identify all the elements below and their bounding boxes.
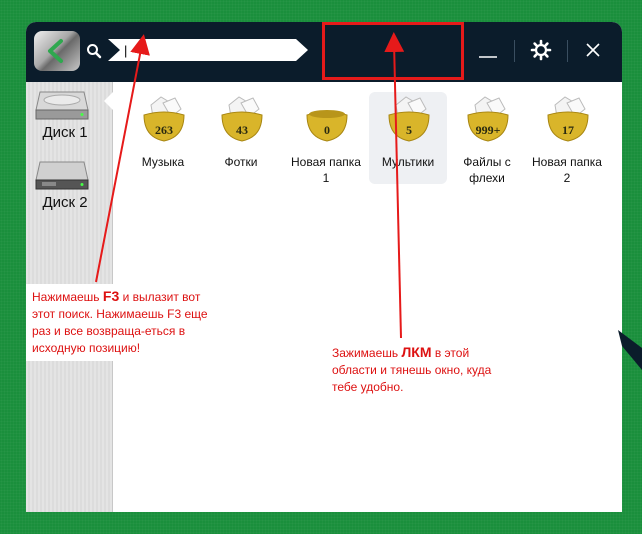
search-annotation: Нажимаешь F3 и вылазит вот этот поиск. Н… [26,284,224,361]
file-count: 263 [155,123,173,137]
sidebar-item-disk-2[interactable]: Диск 2 [32,158,94,218]
search-icon[interactable] [83,38,105,64]
close-icon [586,43,600,57]
folder-icon [143,96,185,142]
folder-name: Новая папка 1 [291,155,361,185]
file-count: 17 [562,123,574,137]
search-input[interactable] [108,39,308,61]
title-bar[interactable] [26,22,622,82]
hard-drive-icon [35,161,89,190]
back-arrow-icon [48,39,63,63]
file-count: 999+ [475,123,501,137]
folder-name: Фотки [224,155,258,169]
drag-area[interactable] [322,22,464,80]
settings-button[interactable] [527,36,555,64]
folder-item[interactable]: 263 Музыка [124,92,202,184]
folder-item[interactable]: 43 Фотки [202,92,280,184]
key-lmb: ЛКМ [401,344,432,360]
minimize-button[interactable] [474,36,502,64]
sidebar-item-label: Диск 2 [42,194,88,211]
hard-drive-icon [35,91,89,120]
app-window: Диск 1 Диск 2 263 Музыка [26,22,622,512]
key-f3: F3 [102,288,120,304]
folder-name: Файлы с флехи [463,155,511,185]
sidebar-item-disk-1[interactable]: Диск 1 [32,88,94,148]
drag-annotation: Зажимаешь ЛКМ в этой области и тянешь ок… [326,340,504,400]
back-button[interactable] [34,31,80,71]
folder-icon [467,96,509,142]
sidebar-item-label: Диск 1 [42,124,88,141]
file-count: 0 [324,123,330,137]
folder-name: Мультики [381,155,435,169]
folder-name: Музыка [141,155,185,169]
empty-folder-icon [306,110,348,142]
minimize-icon [479,56,497,58]
folder-item[interactable]: 999+ Файлы с флехи [448,92,526,185]
gear-icon [530,39,552,61]
separator [514,40,515,62]
folder-name: Новая папка 2 [532,155,602,185]
file-count: 5 [406,123,412,137]
folder-icon [547,96,589,142]
background-decoration [618,330,642,370]
separator [567,40,568,62]
folder-item[interactable]: 5 Мультики [369,92,447,184]
folder-icon [221,96,263,142]
folder-item[interactable]: 17 Новая папка 2 [528,92,606,185]
close-button[interactable] [579,36,607,64]
file-count: 43 [236,123,248,137]
folder-item[interactable]: 0 Новая папка 1 [287,92,365,185]
